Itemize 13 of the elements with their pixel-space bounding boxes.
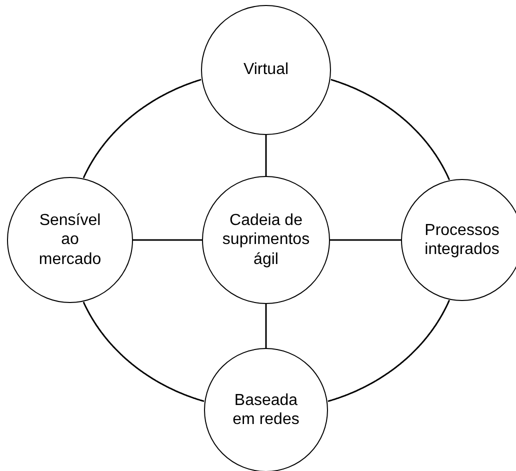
connector-line <box>330 239 401 241</box>
node-label: Baseada em redes <box>232 390 300 430</box>
node-label: Sensível ao mercado <box>38 211 102 269</box>
node-label: Processos integrados <box>424 220 500 260</box>
connector-line <box>330 78 450 180</box>
connector-line <box>82 78 202 178</box>
connector-line <box>82 302 204 402</box>
connector-line <box>133 239 202 241</box>
connector-line <box>328 300 450 402</box>
connector-line <box>265 135 267 176</box>
node-label: Virtual <box>243 60 289 80</box>
node-label: Cadeia de suprimentos ágil <box>221 211 311 269</box>
connector-line <box>265 304 267 348</box>
